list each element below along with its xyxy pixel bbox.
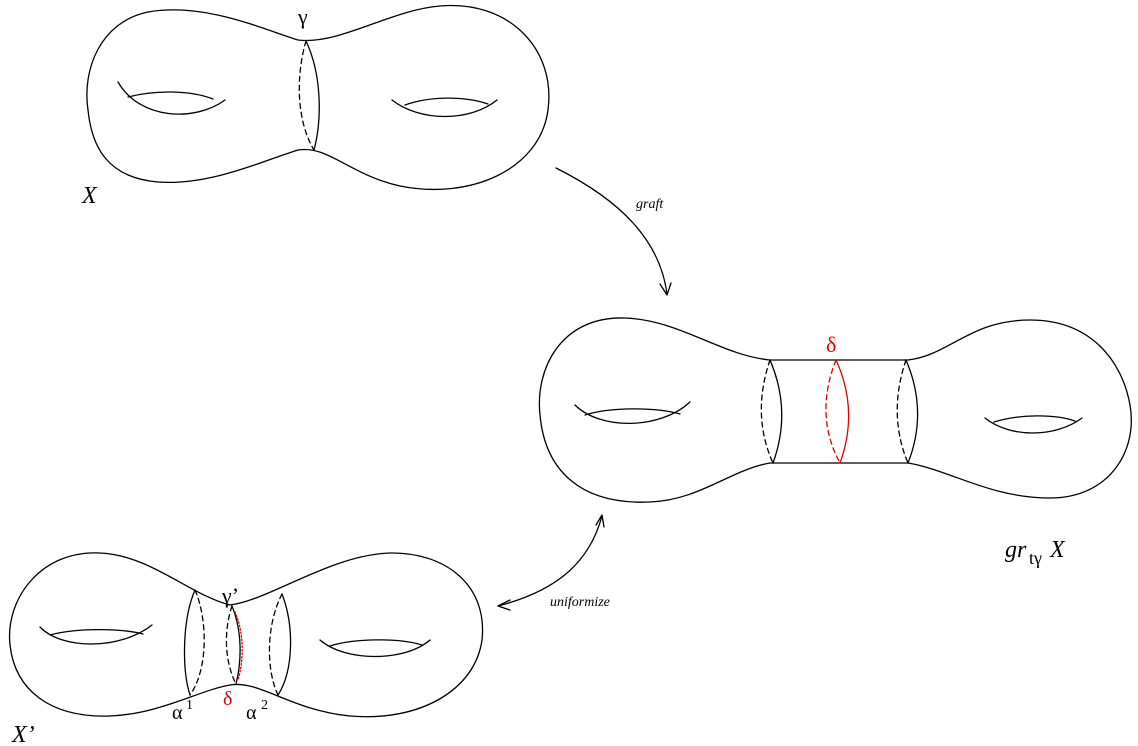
label-gr-X: X <box>1049 537 1066 563</box>
surface-X-handle-left-inner <box>127 91 214 100</box>
curve-delta-front <box>835 359 850 464</box>
curve-gamma-back <box>298 40 315 151</box>
label-gamma-prime: γ’ <box>221 583 239 608</box>
surface-X-handle-right-inner <box>404 97 489 106</box>
label-graft: graft <box>636 197 664 212</box>
surface-grafted-handle-left-outer <box>574 401 691 425</box>
label-uniformize: uniformize <box>550 595 610 610</box>
cylinder-right-front <box>905 359 919 464</box>
label-X-prime: X’ <box>11 722 35 746</box>
curve-gamma-front <box>305 40 320 151</box>
surface-grafted-outline <box>538 317 1132 503</box>
cylinder-right-back <box>896 359 909 464</box>
surface-X-prime-handle-left-inner <box>49 628 144 636</box>
curve-delta-back <box>825 359 841 464</box>
curve-alpha1-front <box>183 589 196 696</box>
label-delta-bottom: δ <box>223 688 232 710</box>
label-delta-top: δ <box>826 332 836 357</box>
surface-X-prime-outline <box>8 552 484 718</box>
label-gamma: γ <box>297 4 308 29</box>
surface-grafted-handle-right-outer <box>984 417 1083 434</box>
curve-delta-small <box>234 611 243 681</box>
label-alpha1: α 1 <box>172 698 193 724</box>
label-alpha2: α 2 <box>246 698 268 724</box>
surface-grafted-handle-left-inner <box>584 408 681 416</box>
curve-alpha2-front <box>277 593 292 696</box>
curve-alpha1-back <box>189 589 205 696</box>
curve-gamma-prime-front <box>231 605 241 685</box>
uniformize-arrow <box>497 514 605 611</box>
cylinder-left-back <box>760 359 774 464</box>
curve-alpha2-back <box>268 593 283 696</box>
svg-text:α: α <box>246 702 257 724</box>
label-X: X <box>81 183 98 209</box>
svg-text:α: α <box>172 702 183 724</box>
svg-text:1: 1 <box>186 698 193 713</box>
surface-X-prime <box>8 552 484 718</box>
surface-X-outline <box>86 4 550 190</box>
surface-X-prime-handle-left-outer <box>39 624 153 645</box>
surface-X <box>86 4 550 190</box>
surface-X-prime-handle-right-inner <box>329 639 423 647</box>
surface-X-handle-left-outer <box>117 81 226 115</box>
graft-arrow <box>555 167 672 296</box>
label-t-gamma: tγ <box>1029 548 1042 568</box>
label-gr-t-gamma-X: gr tγ X <box>1005 537 1066 568</box>
surface-grafted-handle-right-inner <box>993 415 1076 423</box>
curve-gamma-prime-back <box>225 605 237 685</box>
cylinder-left-front <box>769 359 783 464</box>
surface-X-handle-right-outer <box>391 99 498 118</box>
surface-grafted <box>538 317 1132 503</box>
svg-text:2: 2 <box>261 698 268 713</box>
label-gr: gr <box>1005 537 1027 563</box>
